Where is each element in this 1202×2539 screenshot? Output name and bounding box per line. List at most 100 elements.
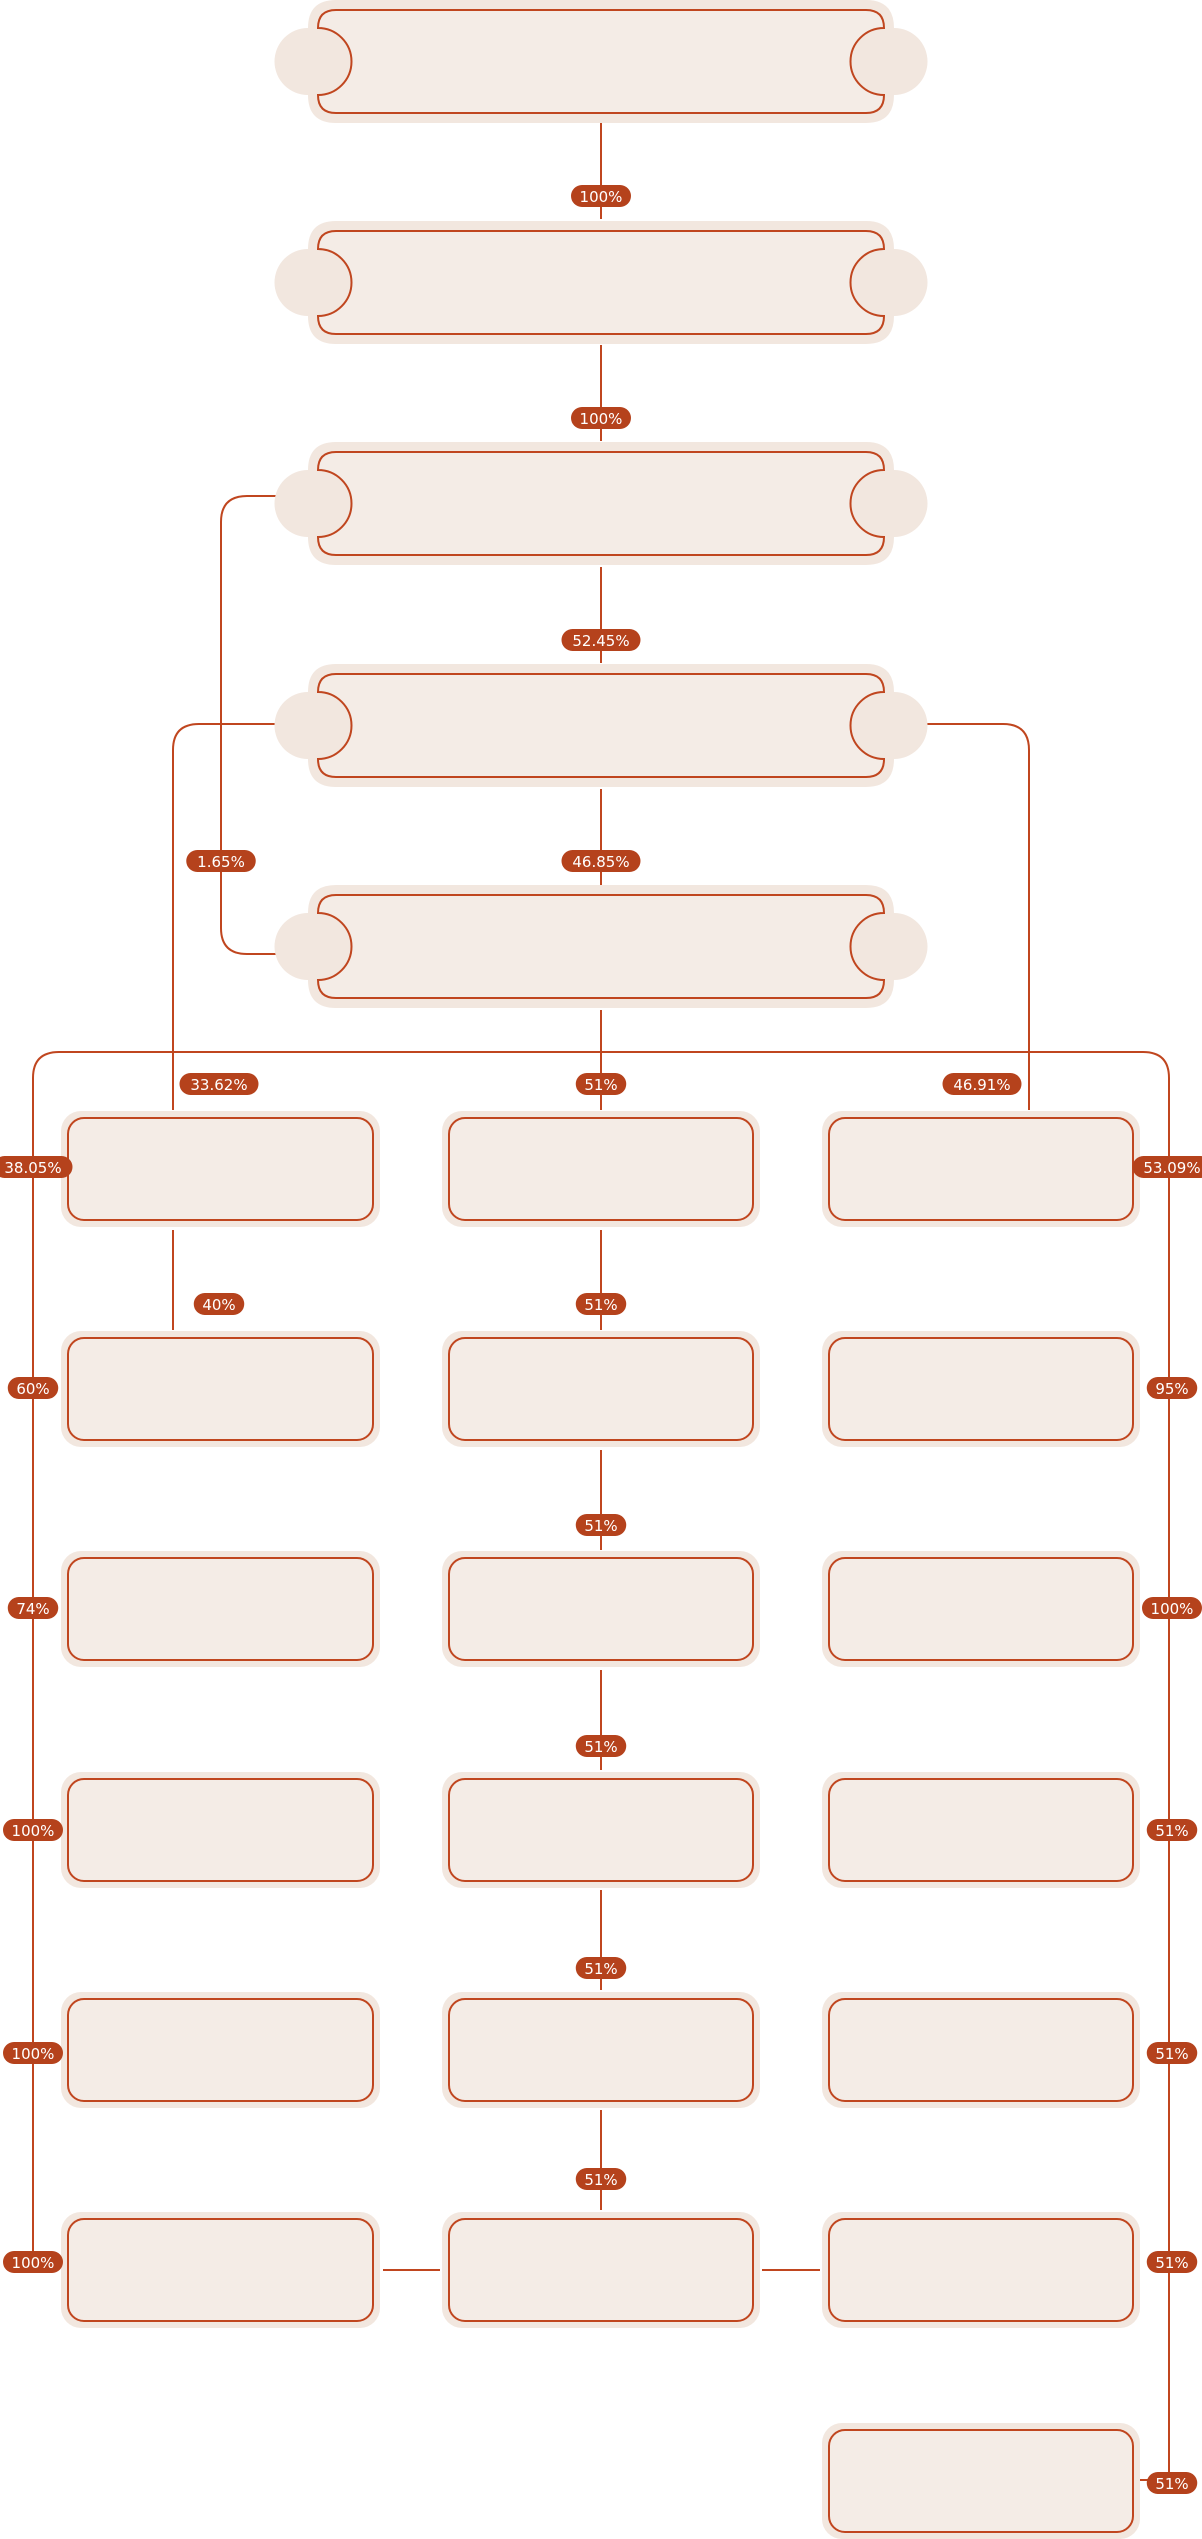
node-step-5[interactable] <box>274 885 928 1008</box>
node-center-2[interactable] <box>442 1331 760 1447</box>
edge-label-center-5: 51% <box>575 2168 627 2190</box>
edge-label-outer-right-2: 95% <box>1146 1377 1198 1399</box>
badge-text: 51% <box>1155 2254 1188 2272</box>
badge-text: 46.91% <box>953 1076 1010 1094</box>
node-center-5[interactable] <box>442 1992 760 2108</box>
edge-label-step5-center: 51% <box>575 1073 627 1095</box>
node-right-6[interactable] <box>822 2212 1140 2328</box>
node-left-5[interactable] <box>61 1992 380 2108</box>
node-right-5[interactable] <box>822 1992 1140 2108</box>
node-right-7[interactable] <box>822 2423 1140 2539</box>
node-right-2[interactable] <box>822 1331 1140 1447</box>
edge-label-skip: 1.65% <box>186 850 256 872</box>
badge-pill <box>186 850 256 872</box>
edge-label-center-4: 51% <box>575 1957 627 1979</box>
badge-pill <box>575 1957 627 1979</box>
badge-text: 51% <box>584 1296 617 1314</box>
badge-text: 52.45% <box>572 632 629 650</box>
badge-pill <box>1142 1597 1202 1619</box>
node-step-2[interactable] <box>274 221 928 344</box>
node-shape <box>316 230 886 335</box>
badge-pill <box>179 1073 259 1095</box>
node-shape <box>828 2218 1134 2322</box>
edge-label-outer-left-2: 60% <box>7 1377 59 1399</box>
edge-label-step4-right: 46.91% <box>942 1073 1022 1095</box>
node-shape <box>828 2429 1134 2533</box>
node-shape <box>828 1557 1134 1661</box>
badge-pill <box>561 629 641 651</box>
badge-text: 100% <box>12 2045 55 2063</box>
edge-labels-layer: 100%100%52.45%46.85%1.65%33.62%46.91%51%… <box>0 185 1202 2494</box>
node-shape <box>67 1778 374 1882</box>
node-shape <box>316 9 886 114</box>
node-center-6[interactable] <box>442 2212 760 2328</box>
badge-pill <box>1132 1156 1202 1178</box>
node-left-1[interactable] <box>61 1111 380 1227</box>
edge-label-outer-left-1: 38.05% <box>0 1156 73 1178</box>
node-right-1[interactable] <box>822 1111 1140 1227</box>
node-shape <box>828 1778 1134 1882</box>
node-step-3[interactable] <box>274 442 928 565</box>
badge-pill <box>1146 2042 1198 2064</box>
node-step-1[interactable] <box>274 0 928 123</box>
edge-outer-left <box>32 1051 601 2265</box>
edge-step4-right <box>897 723 1030 1110</box>
node-center-3[interactable] <box>442 1551 760 1667</box>
node-right-4[interactable] <box>822 1772 1140 1888</box>
badge-pill <box>1146 2251 1198 2273</box>
node-shape <box>316 451 886 556</box>
edge-label-chain-3: 52.45% <box>561 629 641 651</box>
edge-label-center-3: 51% <box>575 1735 627 1757</box>
node-shape <box>316 673 886 778</box>
node-shape <box>828 1337 1134 1441</box>
badge-text: 51% <box>1155 2045 1188 2063</box>
node-left-4[interactable] <box>61 1772 380 1888</box>
badge-pill <box>942 1073 1022 1095</box>
edge-label-center-2: 51% <box>575 1514 627 1536</box>
badge-text: 100% <box>580 188 623 206</box>
nodes-layer <box>61 0 1140 2539</box>
edge-label-center-1: 51% <box>575 1293 627 1315</box>
edge-label-outer-right-3: 100% <box>1142 1597 1202 1619</box>
badge-pill <box>575 1735 627 1757</box>
edge-label-outer-right-4: 51% <box>1146 1819 1198 1841</box>
node-left-3[interactable] <box>61 1551 380 1667</box>
badge-pill <box>575 1514 627 1536</box>
badge-pill <box>1146 1377 1198 1399</box>
edge-label-outer-left-3: 74% <box>7 1597 59 1619</box>
badge-pill <box>7 1377 59 1399</box>
node-left-6[interactable] <box>61 2212 380 2328</box>
edge-label-outer-left-4: 100% <box>3 1819 63 1841</box>
badge-text: 100% <box>1151 1600 1194 1618</box>
badge-text: 95% <box>1155 1380 1188 1398</box>
edge-label-chain-1: 100% <box>571 185 631 207</box>
badge-text: 51% <box>584 1738 617 1756</box>
node-center-1[interactable] <box>442 1111 760 1227</box>
edge-label-outer-right-6: 51% <box>1146 2251 1198 2273</box>
edge-outer-right <box>601 1051 1170 2481</box>
node-center-4[interactable] <box>442 1772 760 1888</box>
badge-pill <box>1146 2472 1198 2494</box>
node-left-2[interactable] <box>61 1331 380 1447</box>
edge-label-outer-right-7: 51% <box>1146 2472 1198 2494</box>
edge-label-outer-left-5: 100% <box>3 2042 63 2064</box>
badge-pill <box>575 1073 627 1095</box>
badge-pill <box>575 2168 627 2190</box>
badge-text: 51% <box>584 1960 617 1978</box>
node-shape <box>67 1998 374 2102</box>
badge-text: 74% <box>16 1600 49 1618</box>
badge-text: 46.85% <box>572 853 629 871</box>
node-right-3[interactable] <box>822 1551 1140 1667</box>
node-shape <box>67 1557 374 1661</box>
node-step-4[interactable] <box>274 664 928 787</box>
edge-step4-left <box>172 723 305 1110</box>
badge-text: 51% <box>584 1517 617 1535</box>
badge-pill <box>571 407 631 429</box>
edge-label-outer-left-6: 100% <box>3 2251 63 2273</box>
badge-pill <box>561 850 641 872</box>
node-shape <box>67 1117 374 1221</box>
badge-pill <box>1146 1819 1198 1841</box>
node-shape <box>67 1337 374 1441</box>
badge-text: 100% <box>12 1822 55 1840</box>
badge-text: 60% <box>16 1380 49 1398</box>
